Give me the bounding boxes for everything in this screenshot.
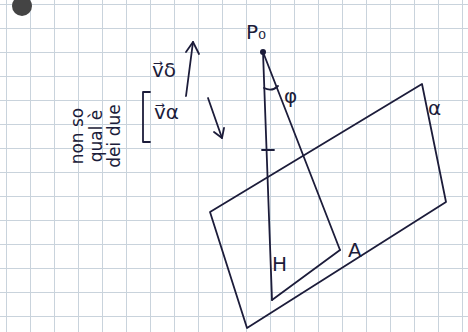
punch-hole [12, 0, 32, 16]
point-po [260, 49, 266, 55]
plane-label: α [428, 98, 441, 118]
arrow-down-head [214, 128, 224, 138]
segment-h-a [272, 250, 340, 300]
segment-po-a [263, 52, 340, 250]
arrow-up-head [186, 42, 199, 54]
point-label: P₀ [246, 22, 266, 42]
point-label: H [272, 254, 287, 274]
angle-label: φ [284, 86, 297, 106]
plane-alpha [210, 84, 446, 328]
tick-mark [262, 149, 274, 151]
angle-arc [264, 86, 278, 90]
point-label: A [348, 240, 362, 260]
bracket [143, 92, 150, 142]
handwritten-note: non so qual è dei due [68, 96, 124, 176]
vector-label: v⃗α [154, 102, 179, 122]
vector-label: v⃗δ [152, 60, 176, 80]
